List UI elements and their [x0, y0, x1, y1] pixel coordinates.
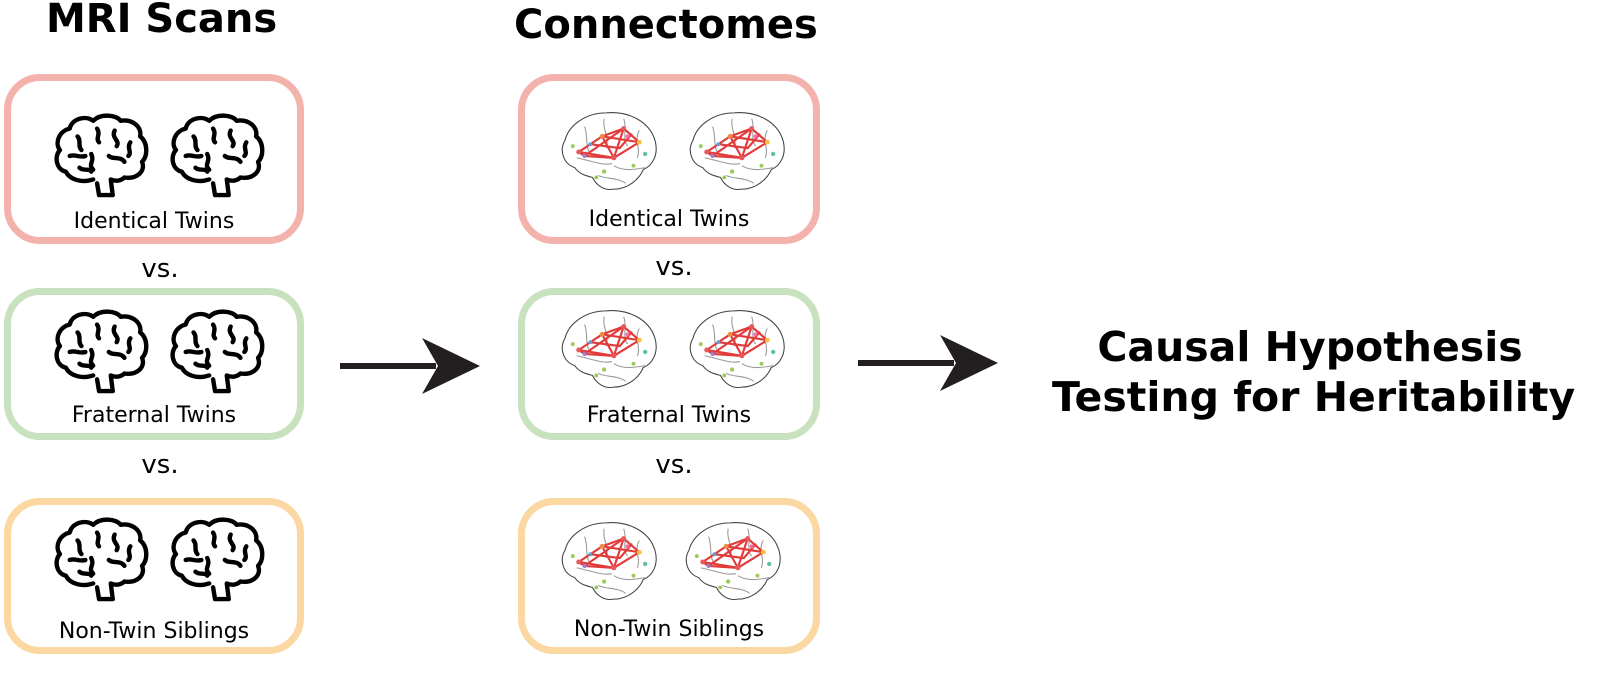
brain-connectome-icon: [555, 305, 663, 393]
brain-connectome-icon: [679, 517, 787, 605]
brain-outline-icon: [167, 111, 267, 199]
result-line-2: Testing for Heritability: [1052, 373, 1576, 421]
brain-outline-icon: [51, 307, 151, 395]
brain-outline-icon: [167, 515, 267, 603]
connectome-group-identical-twins: Identical Twins: [518, 74, 820, 244]
connectome-group-non-twin-siblings: Non-Twin Siblings: [518, 498, 820, 654]
group-label: Fraternal Twins: [71, 403, 237, 428]
brain-outline-icon: [167, 307, 267, 395]
mri-scans-title: MRI Scans: [46, 0, 278, 42]
mri-group-fraternal-twins: Fraternal Twins: [4, 288, 304, 440]
brain-connectome-icon: [555, 107, 663, 195]
brain-outline-icon: [51, 515, 151, 603]
group-label: Non-Twin Siblings: [573, 617, 765, 642]
mri-group-identical-twins: Identical Twins: [4, 74, 304, 244]
result-line-1: Causal Hypothesis: [1097, 323, 1523, 371]
group-label: Fraternal Twins: [586, 403, 752, 428]
brain-connectome-icon: [683, 305, 791, 393]
mri-group-non-twin-siblings: Non-Twin Siblings: [4, 498, 304, 654]
group-label: Identical Twins: [588, 207, 750, 232]
brain-outline-icon: [51, 111, 151, 199]
vs-label: vs.: [141, 254, 179, 284]
result-title: Causal Hypothesis Testing for Heritabili…: [1052, 322, 1576, 422]
connectome-group-fraternal-twins: Fraternal Twins: [518, 288, 820, 440]
arrow-right-icon: [858, 335, 998, 391]
group-label: Non-Twin Siblings: [58, 619, 250, 644]
vs-label: vs.: [141, 450, 179, 480]
connectomes-title: Connectomes: [514, 2, 818, 48]
group-label: Identical Twins: [73, 209, 235, 234]
arrow-right-icon: [340, 338, 480, 394]
brain-connectome-icon: [683, 107, 791, 195]
vs-label: vs.: [655, 252, 693, 282]
brain-connectome-icon: [555, 517, 663, 605]
vs-label: vs.: [655, 450, 693, 480]
